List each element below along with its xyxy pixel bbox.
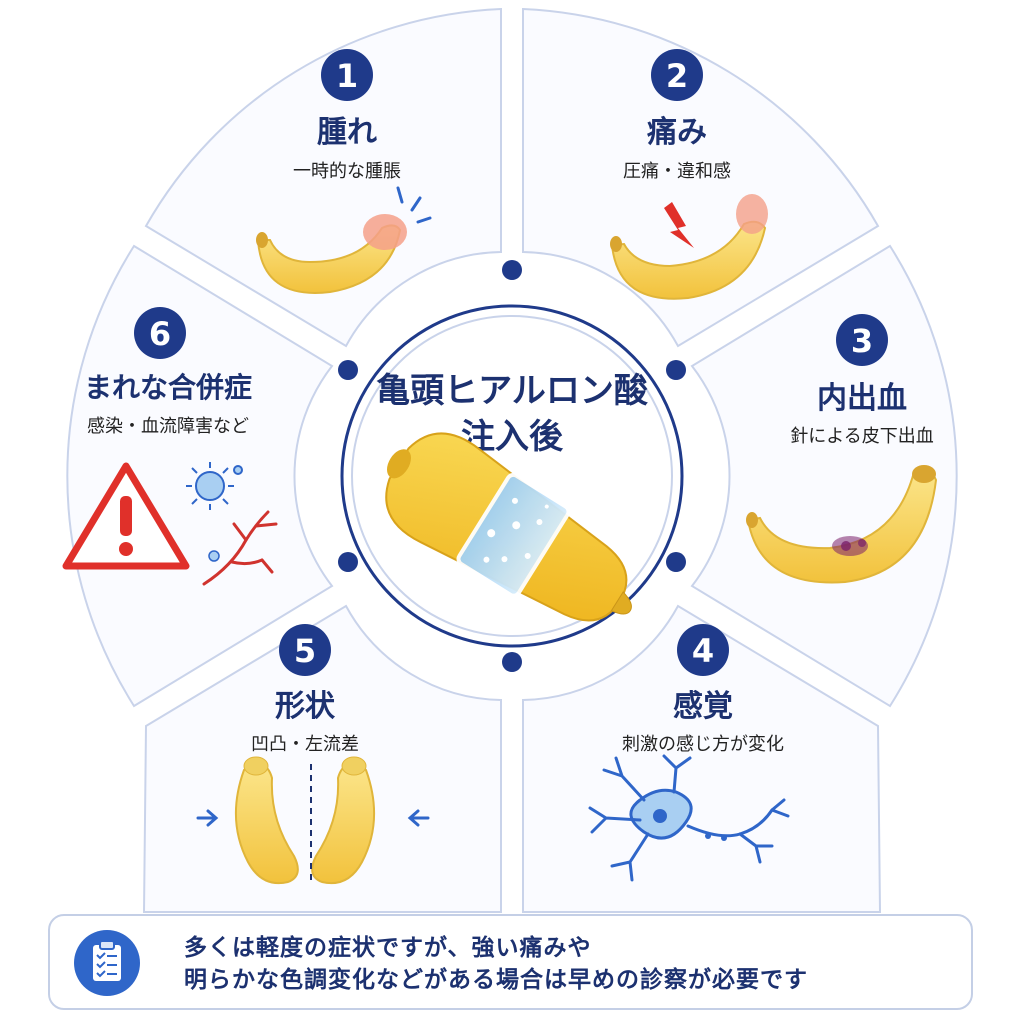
segment-3-title: 内出血 bbox=[817, 381, 907, 416]
segment-card-1 bbox=[144, 7, 502, 348]
segment-card-5 bbox=[142, 604, 502, 913]
segment-6-subtitle: 感染・血流障害など bbox=[87, 416, 249, 437]
segment-5-subtitle: 凹凸・左流差 bbox=[251, 734, 359, 755]
segment-3-subtitle: 針による皮下出血 bbox=[790, 426, 933, 447]
number-badge-4 bbox=[677, 624, 729, 676]
warning-icon bbox=[62, 462, 190, 570]
connector-dot bbox=[338, 552, 358, 572]
center-ring-outer bbox=[340, 304, 684, 648]
segment-1-title: 腫れ bbox=[317, 115, 377, 150]
number-badge-5-text: 5 bbox=[294, 632, 316, 670]
center-banana-illustration bbox=[385, 432, 632, 622]
segment-4-subtitle: 刺激の感じ方が変化 bbox=[622, 734, 784, 755]
number-badge-1-text: 1 bbox=[336, 57, 358, 95]
segment-card-2 bbox=[522, 7, 880, 348]
number-badge-2 bbox=[651, 49, 703, 101]
number-badge-6-text: 6 bbox=[149, 315, 171, 353]
segment-card-3 bbox=[690, 244, 958, 708]
clipboard-icon bbox=[74, 930, 140, 996]
advisory-line-1: 多くは軽度の症状ですが、強い痛みや bbox=[184, 935, 592, 961]
neuron-icon bbox=[588, 754, 790, 882]
segment-2-title: 痛み bbox=[647, 115, 707, 150]
connector-dot bbox=[502, 652, 522, 672]
advisory-note: 多くは軽度の症状ですが、強い痛みや 明らかな色調変化などがある場合は早めの診察が… bbox=[48, 914, 973, 1010]
segment-1-subtitle: 一時的な腫脹 bbox=[293, 161, 401, 182]
arrow-left-icon bbox=[407, 809, 430, 827]
virus-icon bbox=[186, 462, 243, 510]
asymmetry-illustration bbox=[196, 756, 430, 884]
advisory-text: 多くは軽度の症状ですが、強い痛みや 明らかな色調変化などがある場合は早めの診察が… bbox=[184, 932, 808, 996]
number-badge-2-text: 2 bbox=[666, 57, 688, 95]
number-badge-6 bbox=[134, 307, 186, 359]
blood-vessel-icon bbox=[202, 510, 278, 586]
segment-2-subtitle: 圧痛・違和感 bbox=[623, 161, 731, 182]
connector-dot bbox=[338, 360, 358, 380]
lightning-icon bbox=[664, 202, 694, 248]
connector-dot bbox=[502, 260, 522, 280]
segment-6-title: まれな合併症 bbox=[84, 371, 252, 404]
number-badge-1 bbox=[321, 49, 373, 101]
advisory-line-2: 明らかな色調変化などがある場合は早めの診察が必要です bbox=[184, 967, 808, 993]
painful-banana-illustration bbox=[610, 194, 768, 300]
bruised-banana-illustration bbox=[746, 465, 938, 584]
segment-4-title: 感覚 bbox=[673, 689, 733, 724]
center-title-line1: 亀頭ヒアルロン酸 bbox=[376, 371, 649, 411]
number-badge-4-text: 4 bbox=[692, 632, 714, 670]
segment-5-title: 形状 bbox=[275, 689, 336, 724]
segment-card-4 bbox=[522, 604, 882, 913]
number-badge-3-text: 3 bbox=[851, 322, 873, 360]
connector-dot bbox=[666, 552, 686, 572]
number-badge-5 bbox=[279, 624, 331, 676]
swollen-banana-illustration bbox=[256, 186, 432, 294]
connector-dot bbox=[666, 360, 686, 380]
number-badge-3 bbox=[836, 314, 888, 366]
arrow-right-icon bbox=[196, 809, 219, 827]
